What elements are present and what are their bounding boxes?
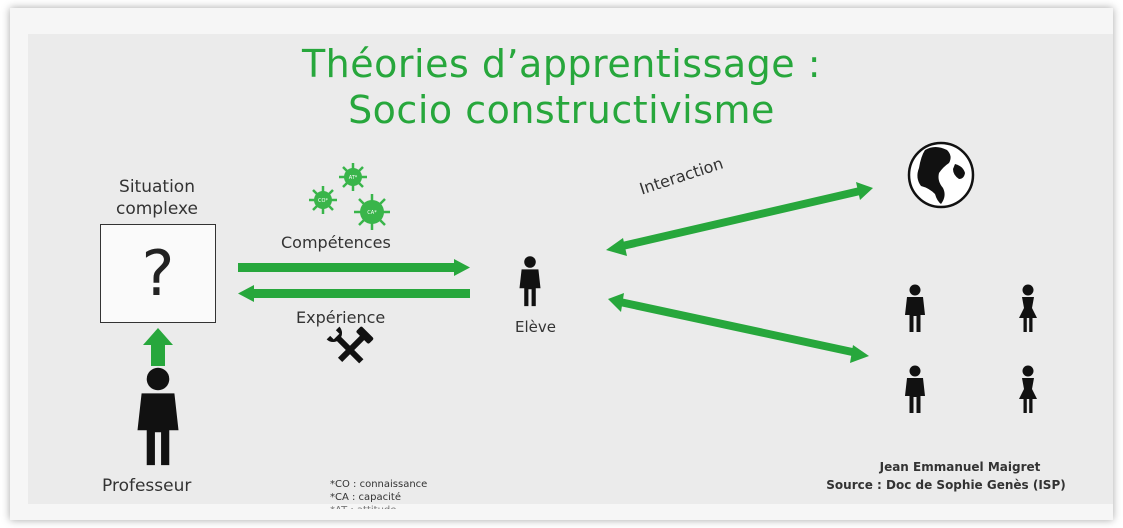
credits-source: Source : Doc de Sophie Genès (ISP) [826, 478, 1066, 492]
virus-cluster-icon: AT* CO* CA* [309, 163, 390, 230]
peer-woman-icon-2 [1019, 365, 1037, 413]
arrow-interaction-world [606, 182, 873, 256]
peer-man-icon-2 [905, 365, 925, 413]
footnote-at: *AT : attitude [330, 504, 427, 509]
footnotes: *CO : connaissance *CA : capacité *AT : … [330, 478, 427, 509]
peer-woman-icon-1 [1019, 284, 1037, 332]
question-mark: ? [141, 237, 175, 310]
student-person-icon [519, 256, 541, 307]
up-arrow [143, 328, 173, 366]
virus-label-co: CO* [318, 198, 328, 204]
situation-label: Situation complexe [92, 176, 222, 220]
title-line-2: Socio constructivisme [348, 88, 775, 132]
peer-man-icon-1 [905, 284, 925, 332]
eleve-label: Elève [515, 318, 556, 336]
arrow-competences [238, 259, 470, 276]
arrow-interaction-peers [608, 293, 869, 363]
competences-label: Compétences [281, 233, 391, 252]
footnote-ca: *CA : capacité [330, 492, 402, 503]
virus-label-at: AT* [349, 175, 358, 181]
virus-label-ca: CA* [367, 210, 377, 216]
situation-label-line-1: Situation [119, 177, 195, 197]
footnote-co: *CO : connaissance [330, 479, 428, 490]
situation-label-line-2: complexe [116, 199, 198, 219]
tools-icon [326, 326, 374, 364]
arrow-experience [238, 285, 470, 302]
title-line-1: Théories d’apprentissage : [301, 42, 822, 86]
situation-box: ? [100, 224, 216, 323]
experience-label: Expérience [296, 308, 386, 327]
professeur-label: Professeur [102, 476, 192, 496]
credits-author: Jean Emmanuel Maigret [879, 460, 1041, 474]
professor-person-icon [137, 367, 179, 466]
globe-icon [907, 141, 975, 209]
credits: Jean Emmanuel Maigret Source : Doc de So… [780, 458, 1123, 494]
